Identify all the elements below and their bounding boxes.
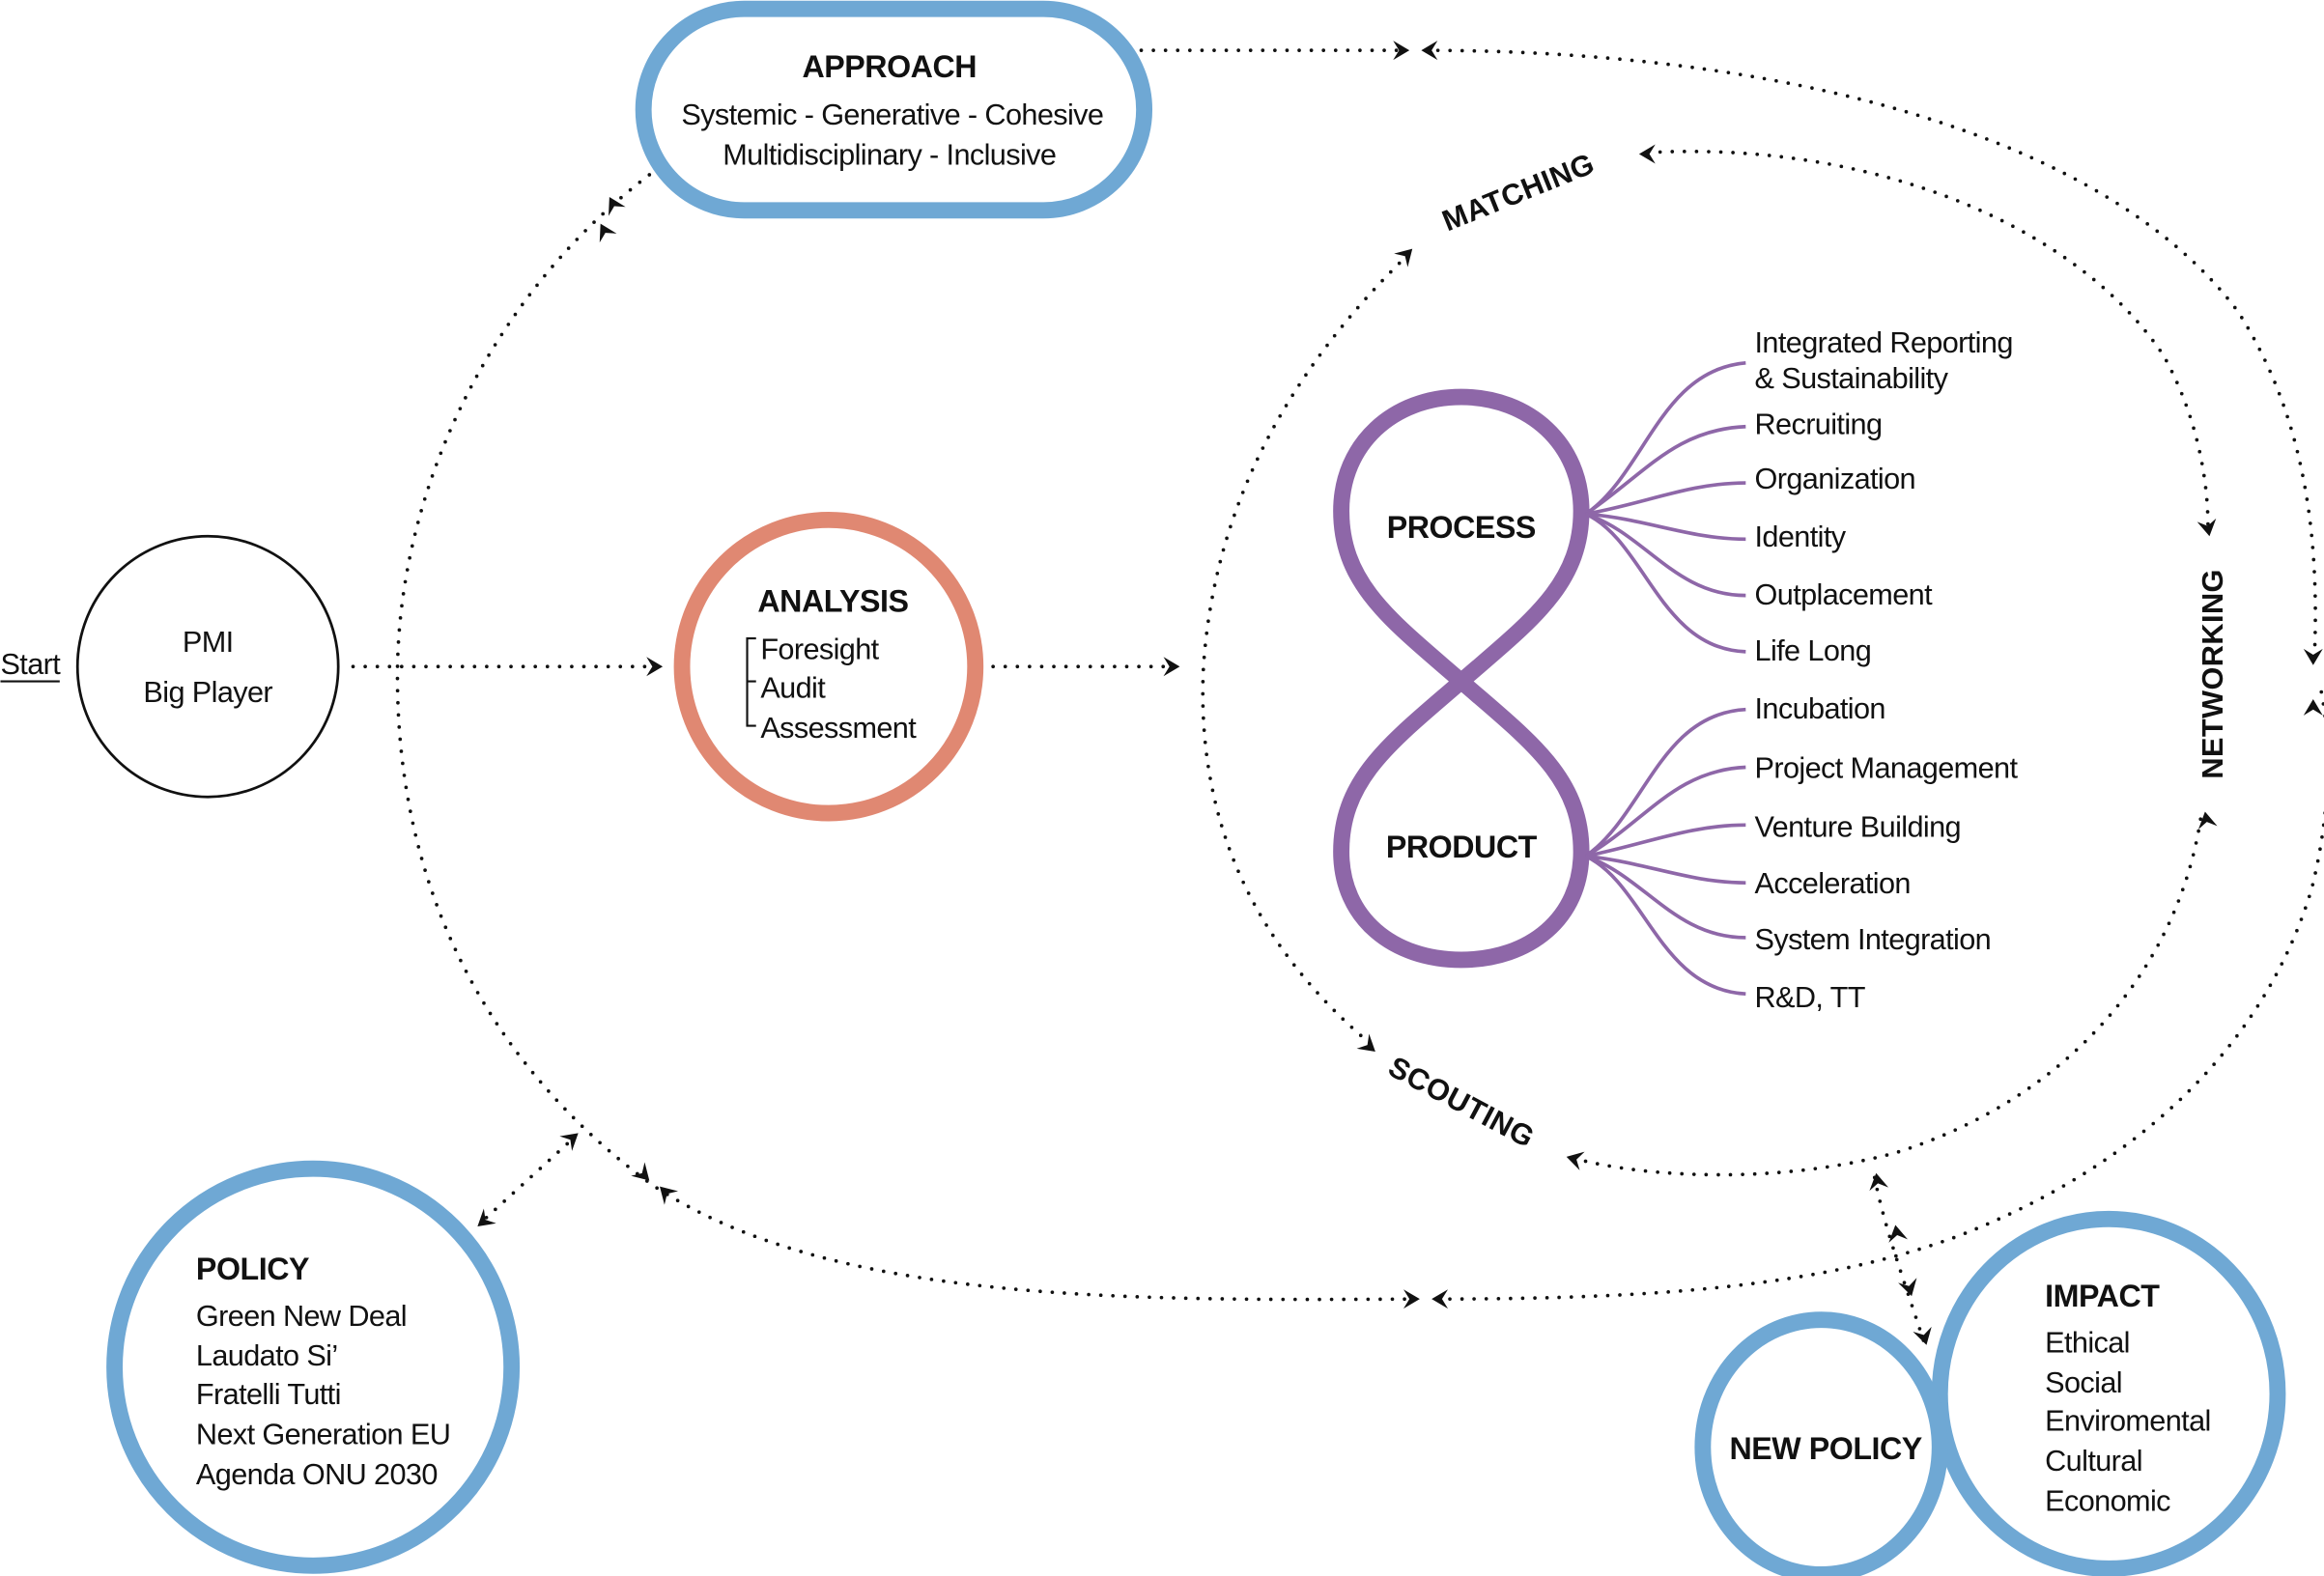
- process-title[interactable]: PROCESS: [1387, 510, 1537, 545]
- arrow-icon: [470, 1208, 496, 1234]
- analysis-node[interactable]: ANALYSIS Foresight Audit Assessment: [673, 511, 984, 822]
- policy-item: Agenda ONU 2030: [196, 1458, 438, 1491]
- impact-connector: [1872, 1175, 1926, 1342]
- analysis-item: Assessment: [760, 712, 917, 745]
- analysis-bracket: [746, 637, 756, 727]
- branch-line: [1584, 854, 1746, 997]
- figure-eight-shape: [1333, 388, 1590, 969]
- process-item[interactable]: Outplacement: [1755, 578, 1934, 611]
- networking-label: NETWORKING: [2196, 569, 2229, 778]
- branch-line: [1585, 512, 1746, 598]
- branch-line: [1585, 854, 1746, 940]
- arrow-icon: [646, 657, 664, 677]
- impact-title: IMPACT: [2045, 1279, 2160, 1313]
- branch-line: [1584, 360, 1746, 516]
- product-item[interactable]: System Integration: [1755, 923, 1992, 956]
- policy-connector: [484, 1139, 573, 1220]
- branch-line: [1584, 512, 1746, 654]
- arrow-icon: [2196, 518, 2220, 538]
- connectors: [351, 48, 2324, 1342]
- arrow-icon: [1163, 657, 1180, 677]
- branch-line: [1584, 707, 1746, 858]
- arrow-icon: [1564, 1147, 1585, 1170]
- impact-item: Ethical: [2045, 1326, 2130, 1359]
- arrow-icon: [1356, 1033, 1382, 1059]
- arrow-icon: [1421, 41, 1438, 61]
- policy-item: Green New Deal: [196, 1300, 407, 1333]
- branch-line: [1585, 854, 1746, 886]
- arrow-icon: [1898, 1278, 1921, 1299]
- branch-line: [1585, 512, 1746, 542]
- approach-line-2: Multidisciplinary - Inclusive: [723, 138, 1056, 171]
- product-item[interactable]: Project Management: [1755, 751, 2020, 784]
- arrow-icon: [559, 1125, 585, 1151]
- arrow-icon: [1431, 1289, 1449, 1309]
- arrow-icon: [631, 1162, 657, 1188]
- analysis-title: ANALYSIS: [757, 583, 908, 618]
- product-items: Incubation Project Management Venture Bu…: [1755, 692, 2020, 1014]
- impact-item: Enviromental: [2045, 1405, 2211, 1438]
- policy-title: POLICY: [196, 1252, 309, 1286]
- policy-item: Laudato Si’: [196, 1339, 338, 1372]
- process-items: Integrated Reporting & Sustainability Re…: [1755, 326, 2014, 667]
- process-item[interactable]: Organization: [1755, 463, 1916, 495]
- process-branches: [1584, 360, 1746, 654]
- product-title[interactable]: PRODUCT: [1386, 830, 1538, 864]
- impact-item: Cultural: [2045, 1445, 2142, 1478]
- product-branches: [1584, 707, 1746, 997]
- process-item[interactable]: Recruiting: [1755, 408, 1884, 440]
- arrow-icon: [601, 192, 626, 216]
- branch-line: [1584, 765, 1746, 858]
- inner-networking-scouting: [1572, 817, 2203, 1177]
- product-item[interactable]: Incubation: [1755, 692, 1886, 725]
- approach-pill: [635, 0, 1153, 219]
- impact-item: Economic: [2045, 1485, 2170, 1518]
- analysis-ring: [673, 511, 984, 822]
- matching-label: MATCHING: [1437, 147, 1599, 238]
- outer-right-arc: [1424, 48, 2317, 654]
- arrow-icon: [1913, 1326, 1937, 1348]
- branch-line: [1585, 481, 1746, 517]
- arrow-icon: [1885, 1223, 1908, 1243]
- approach-line-1: Systemic - Generative - Cohesive: [681, 98, 1103, 131]
- policy-item: Fratelli Tutti: [196, 1378, 341, 1411]
- scouting-label: SCOUTING: [1383, 1051, 1540, 1155]
- process-item[interactable]: & Sustainability: [1755, 362, 1950, 395]
- arrow-icon: [2303, 648, 2323, 665]
- origin-line-2: Big Player: [143, 676, 272, 709]
- impact-node[interactable]: IMPACT Ethical Social Enviromental Cultu…: [1931, 1210, 2286, 1576]
- outer-bottom-arc: [1435, 679, 2324, 1302]
- product-item[interactable]: R&D, TT: [1755, 981, 1867, 1014]
- policy-ring: [106, 1160, 521, 1574]
- origin-circle: [75, 534, 340, 799]
- policy-node[interactable]: POLICY Green New Deal Laudato Si’ Fratel…: [106, 1160, 521, 1574]
- approach-title: APPROACH: [802, 49, 977, 84]
- arrow-icon: [1638, 144, 1656, 164]
- process-item[interactable]: Integrated Reporting: [1755, 326, 2014, 359]
- process-product-loop: PROCESS PRODUCT: [1333, 388, 1590, 969]
- arrow-icon: [2303, 698, 2323, 716]
- branch-line: [1584, 424, 1746, 516]
- policy-item: Next Generation EU: [196, 1418, 450, 1450]
- analysis-item: Foresight: [760, 633, 879, 666]
- outer-left-arc: [395, 173, 1418, 1302]
- process-item[interactable]: Identity: [1755, 521, 1848, 553]
- impact-item: Social: [2045, 1366, 2122, 1399]
- start-label[interactable]: Start: [0, 648, 61, 681]
- approach-node[interactable]: APPROACH Systemic - Generative - Cohesiv…: [635, 0, 1153, 219]
- impact-ring: [1931, 1210, 2286, 1576]
- arrow-icon: [652, 1179, 679, 1205]
- analysis-item: Audit: [760, 671, 826, 704]
- product-item[interactable]: Venture Building: [1755, 811, 1962, 844]
- branch-line: [1585, 823, 1746, 858]
- start-node[interactable]: Start PMI Big Player: [0, 534, 340, 799]
- product-item[interactable]: Acceleration: [1755, 867, 1912, 900]
- process-item[interactable]: Life Long: [1755, 634, 1872, 667]
- new-policy-node[interactable]: NEW POLICY: [1694, 1311, 1948, 1576]
- arrow-icon: [2196, 809, 2218, 830]
- new-policy-title: NEW POLICY: [1729, 1431, 1921, 1466]
- new-policy-ring: [1694, 1311, 1948, 1576]
- origin-line-1: PMI: [183, 626, 234, 659]
- inner-matching-networking: [1646, 150, 2210, 528]
